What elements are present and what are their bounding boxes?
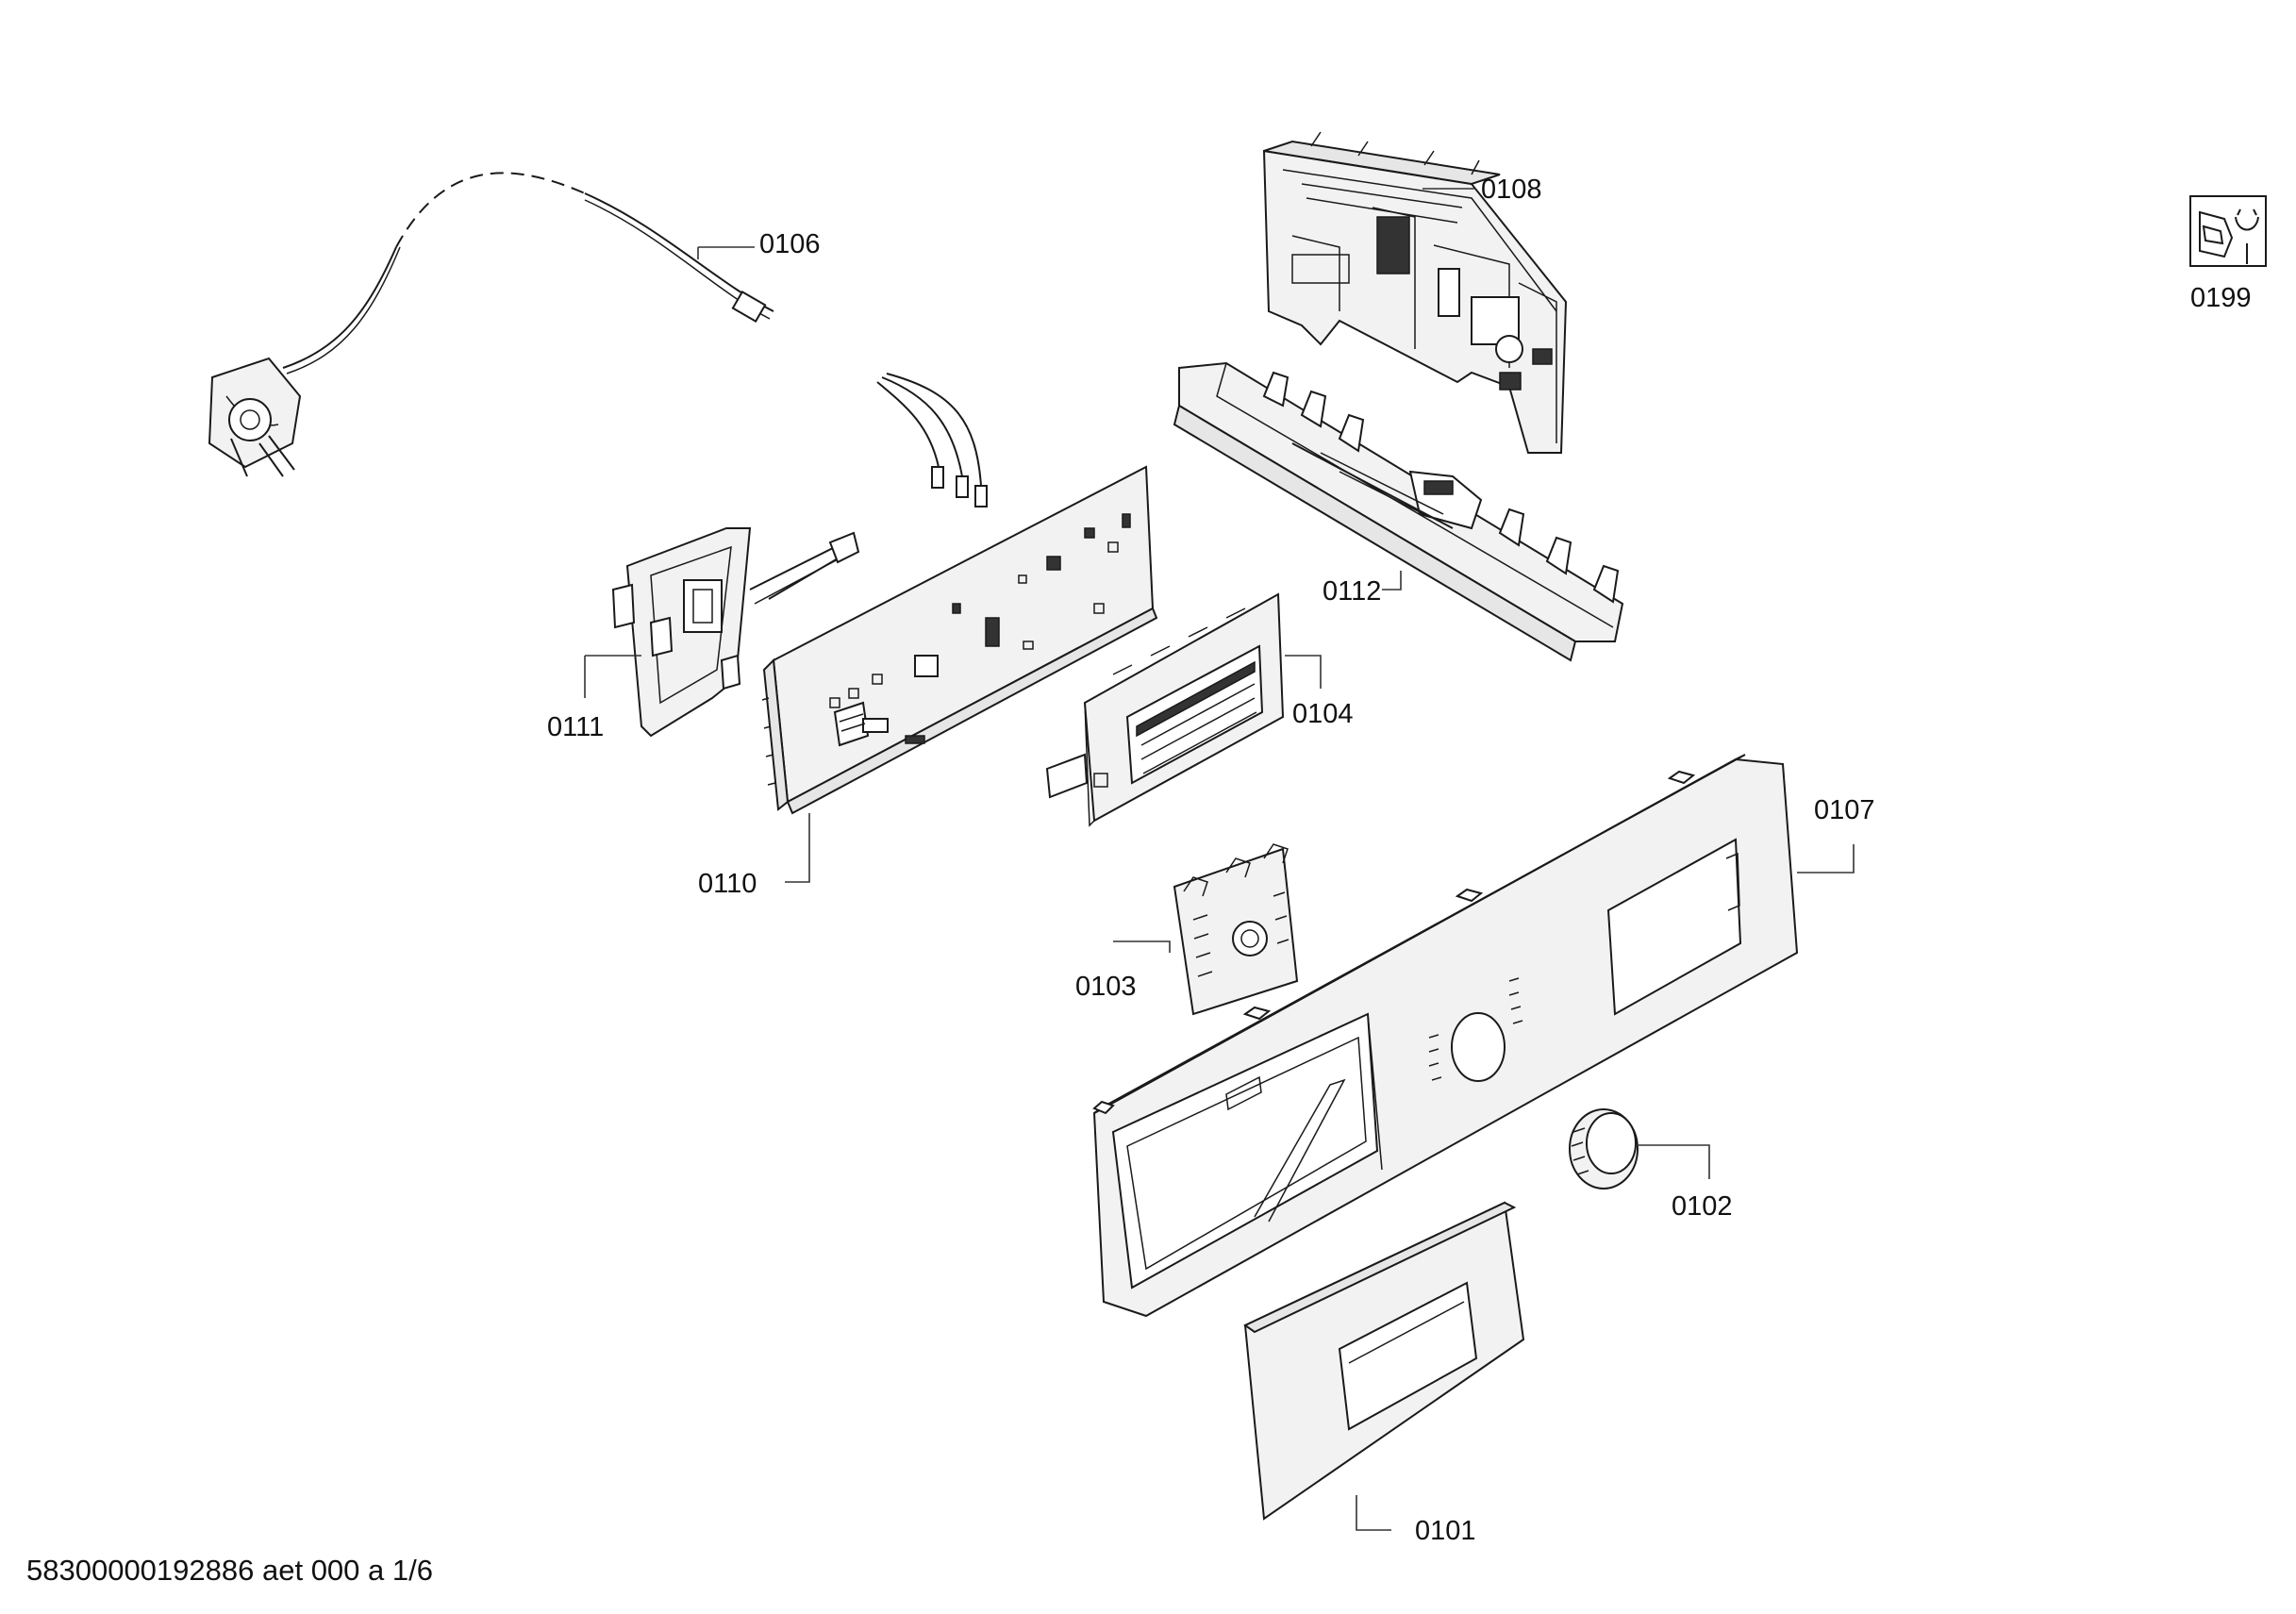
drawer-handle-drawing <box>1243 1201 1525 1521</box>
label-0102: 0102 <box>1672 1191 1733 1222</box>
power-cord-drawing <box>208 172 988 507</box>
label-0101: 0101 <box>1415 1516 1476 1546</box>
document-id-footer: 58300000192886 aet 000 a 1/6 <box>26 1554 433 1587</box>
label-0108: 0108 <box>1481 175 1542 205</box>
module-carrier-drawing <box>1173 361 1624 662</box>
label-0107: 0107 <box>1814 795 1875 825</box>
leader-lines <box>584 188 1855 1531</box>
label-0199: 0199 <box>2190 283 2252 313</box>
circuit-board-drawing <box>761 465 1158 815</box>
control-module-drawing <box>1262 131 1568 454</box>
label-0103: 0103 <box>1075 972 1137 1002</box>
service-tool-icon <box>2189 195 2267 267</box>
label-0110: 0110 <box>698 869 757 899</box>
bracket-holder-drawing <box>611 527 860 738</box>
label-0104: 0104 <box>1292 699 1354 729</box>
label-0112: 0112 <box>1323 576 1381 607</box>
control-knob-drawing <box>1569 1108 1639 1190</box>
label-0106: 0106 <box>759 229 821 259</box>
control-panel-fascia-drawing <box>1092 754 1799 1318</box>
display-module-drawing <box>1045 592 1285 827</box>
selector-module-drawing <box>1173 843 1299 1016</box>
label-0111: 0111 <box>547 712 604 742</box>
